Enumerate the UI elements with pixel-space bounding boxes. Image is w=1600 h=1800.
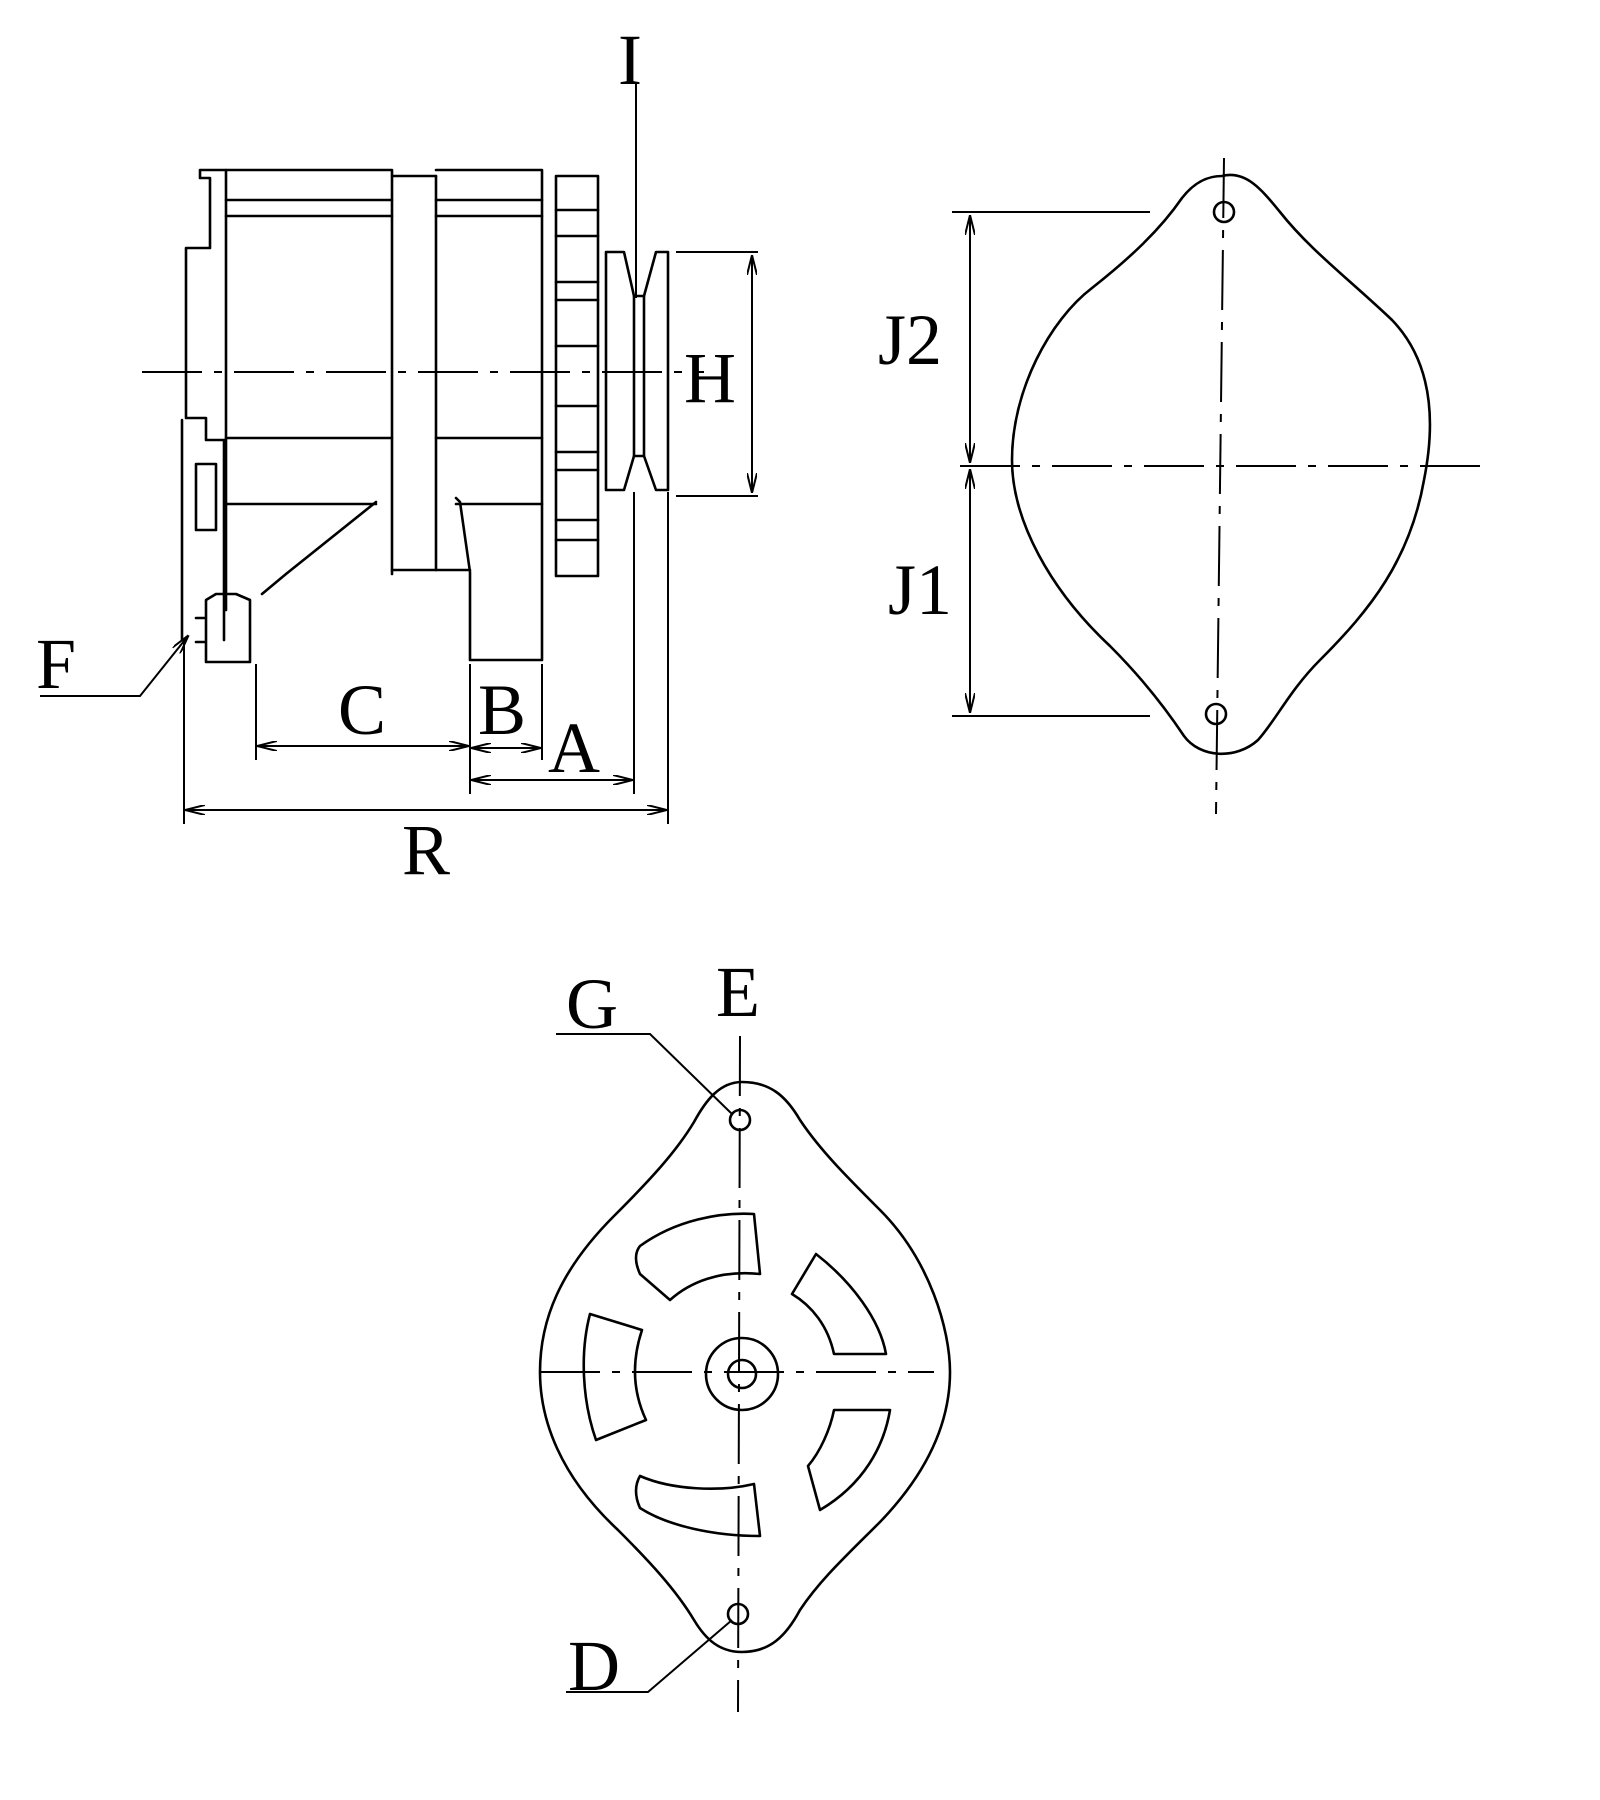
rear-boss <box>194 462 218 532</box>
vent-slot-top <box>634 1212 762 1302</box>
label-h: H <box>684 338 736 418</box>
front-housing <box>434 168 544 662</box>
rear-cap-outline <box>184 168 228 642</box>
bearing-boss-inner <box>726 1358 758 1390</box>
label-e: E <box>716 952 760 1032</box>
dim-g-leader <box>556 1033 733 1115</box>
vent-slot-right-bottom <box>806 1408 892 1512</box>
label-b: B <box>478 670 526 750</box>
fan <box>554 174 600 578</box>
label-i: I <box>618 20 642 100</box>
rear-outline <box>538 1080 952 1654</box>
dim-f-leader <box>40 636 188 697</box>
flange-hole-bottom <box>1204 702 1228 726</box>
vent-slot-left <box>582 1312 648 1442</box>
label-c: C <box>338 670 386 750</box>
label-d: D <box>568 1626 620 1706</box>
label-j2: J2 <box>878 300 942 380</box>
rear-view: G E D <box>538 952 952 1713</box>
mounting-arm <box>260 500 378 596</box>
terminal-block <box>194 592 252 664</box>
vent-slot-bottom <box>634 1474 762 1538</box>
flange-outline <box>1010 173 1432 756</box>
dim-d-leader <box>566 1619 733 1693</box>
stator-housing <box>224 168 394 612</box>
rear-vertical-centerline <box>737 1035 741 1713</box>
bearing-boss-outer <box>704 1336 780 1412</box>
label-a: A <box>548 708 600 788</box>
flange-vertical-centerline <box>1215 157 1225 815</box>
label-j1: J1 <box>888 550 952 630</box>
label-r: R <box>402 810 450 890</box>
side-view: I H F C B A R <box>36 20 758 890</box>
vent-slot-right-top <box>790 1252 888 1356</box>
flange-view: J2 J1 <box>878 157 1484 815</box>
label-f: F <box>36 624 76 704</box>
label-g: G <box>566 964 618 1044</box>
